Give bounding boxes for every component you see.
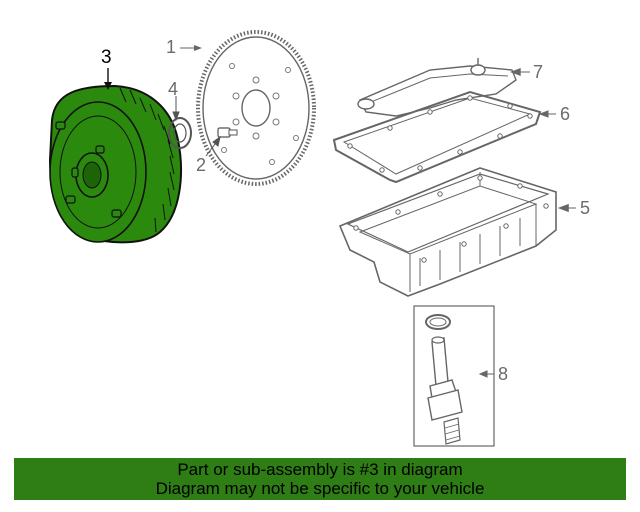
callout-2[interactable]: 2 [196, 155, 207, 175]
callout-6[interactable]: 6 [560, 104, 571, 124]
transmission-filter[interactable] [357, 58, 530, 117]
callout-7[interactable]: 7 [533, 62, 544, 82]
filter-tube-assembly[interactable] [413, 305, 495, 447]
pan-gasket[interactable] [332, 90, 556, 184]
callout-3[interactable]: 3 [101, 47, 112, 68]
torque-converter[interactable] [48, 68, 182, 244]
flexplate-bolt[interactable] [205, 127, 238, 157]
banner-line-part: Part or sub-assembly is #3 in diagram [177, 460, 463, 479]
callout-8[interactable]: 8 [498, 364, 509, 384]
flexplate[interactable] [180, 30, 316, 186]
info-banner: Part or sub-assembly is #3 in diagram Di… [14, 458, 626, 500]
oil-pan[interactable] [338, 167, 576, 297]
banner-line-disclaimer: Diagram may not be specific to your vehi… [155, 479, 485, 498]
callout-4[interactable]: 4 [168, 79, 179, 99]
front-seal[interactable] [168, 96, 192, 149]
parts-diagram [48, 30, 576, 447]
callout-1[interactable]: 1 [166, 37, 177, 57]
callout-5[interactable]: 5 [580, 198, 591, 218]
